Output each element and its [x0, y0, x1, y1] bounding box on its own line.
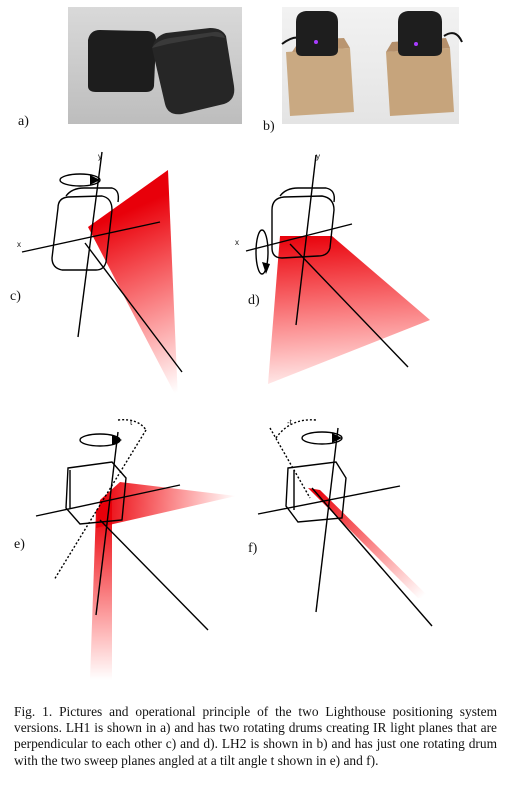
tilt-label-f: -t	[287, 418, 292, 427]
photo-a	[68, 7, 242, 124]
axis-label-y-d: y	[316, 152, 320, 161]
light-plane-d	[268, 236, 430, 384]
diagram-f	[257, 419, 433, 627]
figure-caption: Fig. 1. Pictures and operational princip…	[14, 704, 497, 768]
tilt-label-e: t	[130, 418, 133, 427]
axis-label-x-c: x	[17, 240, 21, 249]
light-plane-c	[88, 170, 178, 400]
panel-label-a: a)	[18, 114, 29, 129]
diagram-e	[35, 419, 236, 680]
panel-label-f: f)	[248, 541, 258, 556]
light-plane-e-1	[96, 482, 236, 528]
axis-label-y-c: y	[98, 152, 102, 161]
diagram-c	[21, 151, 183, 400]
panel-label-b: b)	[263, 119, 275, 134]
diagram-d	[245, 154, 430, 384]
axis-label-x-d: x	[235, 238, 239, 247]
light-plane-e-2	[90, 496, 112, 680]
panel-label-c: c)	[10, 289, 21, 304]
photo-b	[281, 7, 463, 124]
light-plane-f	[308, 488, 430, 598]
panel-label-e: e)	[14, 537, 25, 552]
panel-label-d: d)	[248, 293, 260, 308]
